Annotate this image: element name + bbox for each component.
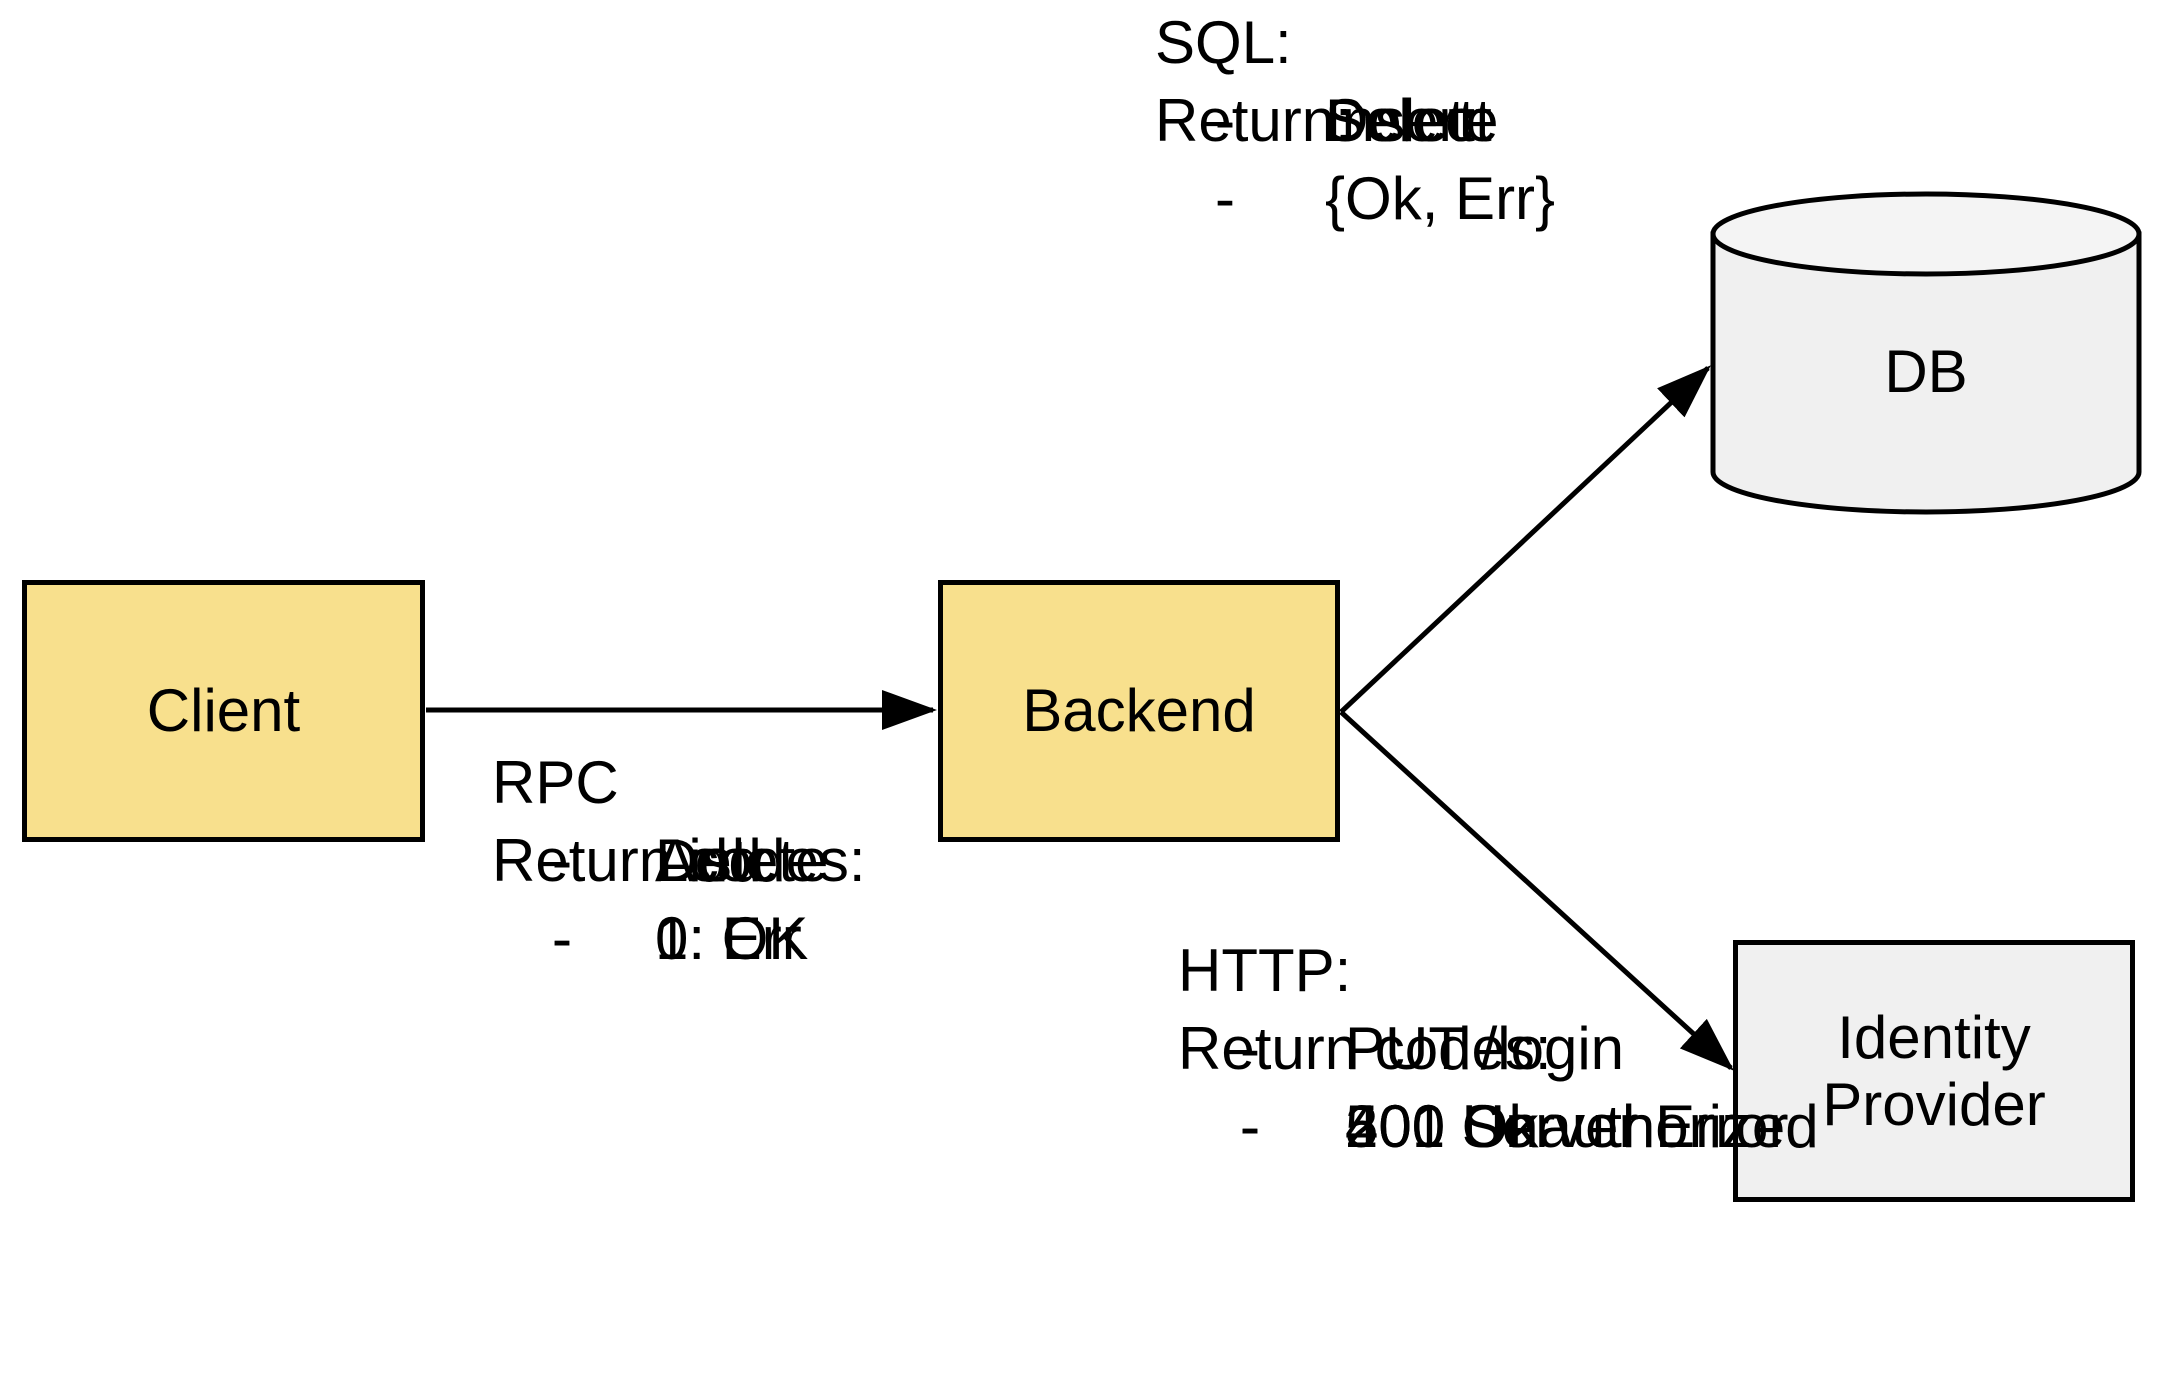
annotation-sql: SQL: - Insert - Select - Delete Return: …	[1155, 4, 1555, 232]
edge-backend-to-db	[1339, 365, 1711, 714]
rpc-heading: RPC	[492, 749, 619, 816]
node-backend[interactable]: Backend	[938, 580, 1340, 842]
node-db[interactable]: DB	[1708, 190, 2144, 516]
annotation-rpc: RPC - Add - List - Delete Return codes: …	[492, 744, 866, 972]
http-bullet-dash: -	[1240, 1015, 1260, 1082]
rpc-bullet-dash: -	[552, 827, 572, 894]
http-bullet-dash: -	[1240, 1093, 1260, 1160]
http-return-item-label: 200 Ok	[1345, 1093, 1539, 1160]
rpc-item-label: Add	[655, 827, 762, 894]
sql-bullet-dash: -	[1215, 87, 1235, 154]
http-return-heading: Return codes:	[1178, 1015, 1552, 1082]
annotation-http: HTTP: - PUT /login Return codes: - 200 O…	[1178, 932, 1819, 1160]
node-client[interactable]: Client	[22, 580, 425, 842]
http-item-label: PUT /login	[1345, 1015, 1625, 1082]
http-heading: HTTP:	[1178, 937, 1352, 1004]
rpc-item-label: Delete	[655, 827, 829, 894]
sql-bullet-dash: -	[1215, 87, 1235, 154]
http-return-item-label: 500 Server Error	[1345, 1093, 1789, 1160]
rpc-return-item-label: 0: OK	[655, 905, 809, 972]
http-bullet-dash: -	[1240, 1093, 1260, 1160]
db-cylinder-shape	[1710, 191, 2142, 515]
rpc-bullet-dash: -	[552, 905, 572, 972]
rpc-return-item-label: 1: Err	[655, 905, 802, 972]
sql-return-heading: Return:	[1155, 87, 1352, 154]
node-backend-label: Backend	[1022, 677, 1256, 745]
rpc-bullet-dash: -	[552, 827, 572, 894]
rpc-item-label: List	[655, 827, 749, 894]
rpc-bullet-dash: -	[552, 827, 572, 894]
rpc-bullet-dash: -	[552, 905, 572, 972]
http-bullet-dash: -	[1240, 1093, 1260, 1160]
sql-heading: SQL:	[1155, 9, 1292, 76]
node-db-label: DB	[1884, 338, 1968, 405]
sql-item-label: Delete	[1325, 87, 1499, 154]
node-client-label: Client	[146, 677, 301, 745]
node-identity-provider-label: Identity Provider	[1822, 1003, 2046, 1138]
rpc-return-heading: Return codes:	[492, 827, 866, 894]
sql-bullet-dash: -	[1215, 165, 1235, 232]
sql-bullet-dash: -	[1215, 87, 1235, 154]
sql-item-label: Select	[1325, 87, 1492, 154]
sql-item-label: Insert	[1325, 87, 1476, 154]
node-identity-provider[interactable]: Identity Provider	[1733, 940, 2135, 1202]
http-return-item-label: 401 Unauthorized	[1345, 1093, 1819, 1160]
sql-return-item-label: {Ok, Err}	[1325, 165, 1556, 232]
